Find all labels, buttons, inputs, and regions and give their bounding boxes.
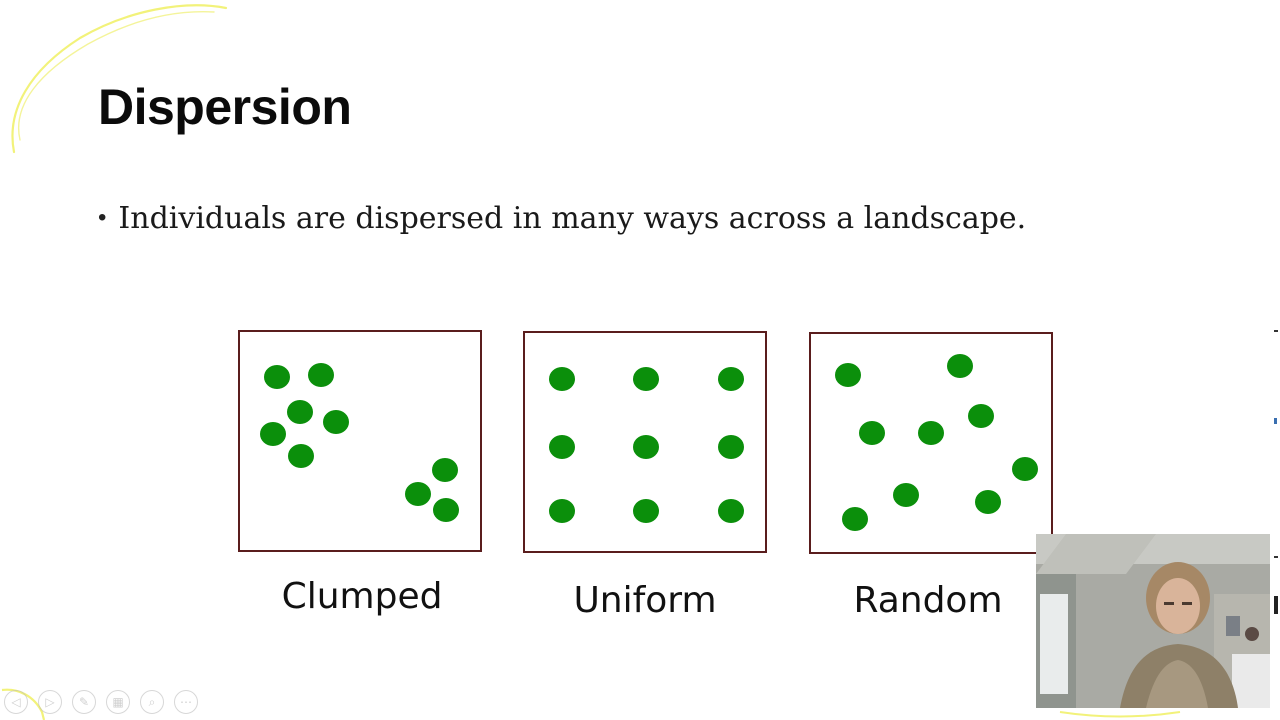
dot (718, 367, 744, 391)
dot (633, 435, 659, 459)
dot (549, 499, 575, 523)
dot (1012, 457, 1038, 481)
dot (405, 482, 431, 506)
random-label: Random (853, 580, 1003, 621)
webcam-presenter-image (1036, 534, 1270, 708)
dot (835, 363, 861, 387)
edge-mark (1274, 596, 1278, 614)
dot (859, 421, 885, 445)
more-icon[interactable]: ⋯ (174, 690, 198, 714)
clumped-dots (260, 363, 459, 522)
dot (264, 365, 290, 389)
dot (549, 435, 575, 459)
bullet-text: Individuals are dispersed in many ways a… (118, 200, 1027, 236)
dot (842, 507, 868, 531)
dot (633, 367, 659, 391)
bullet-item: • Individuals are dispersed in many ways… (98, 196, 1026, 240)
bullet-marker: • (98, 204, 107, 231)
dot (975, 490, 1001, 514)
dot (432, 458, 458, 482)
slide-title: Dispersion (98, 79, 352, 135)
zoom-icon[interactable]: ⌕ (140, 690, 164, 714)
dot (549, 367, 575, 391)
clumped-label: Clumped (281, 576, 443, 617)
slides-icon[interactable]: ▦ (106, 690, 130, 714)
dot (308, 363, 334, 387)
webcam-overlay (1036, 534, 1270, 708)
dot (718, 499, 744, 523)
uniform-label: Uniform (573, 580, 717, 621)
slideshow-toolbar: ◁ ▷ ✎ ▦ ⌕ ⋯ (4, 688, 198, 716)
random-panel (809, 332, 1053, 554)
dot (893, 483, 919, 507)
edge-mark (1274, 330, 1278, 332)
clumped-panel (238, 330, 482, 552)
random-dots (835, 354, 1038, 531)
uniform-dots (549, 367, 744, 523)
edge-mark (1274, 418, 1277, 424)
dot (323, 410, 349, 434)
dot (718, 435, 744, 459)
uniform-panel (523, 331, 767, 553)
edge-mark (1274, 556, 1278, 558)
dot (287, 400, 313, 424)
dot (633, 499, 659, 523)
next-icon[interactable]: ▷ (38, 690, 62, 714)
dot (968, 404, 994, 428)
dot (260, 422, 286, 446)
dot (947, 354, 973, 378)
dot (433, 498, 459, 522)
pen-icon[interactable]: ✎ (72, 690, 96, 714)
previous-icon[interactable]: ◁ (4, 690, 28, 714)
dot (288, 444, 314, 468)
dot (918, 421, 944, 445)
